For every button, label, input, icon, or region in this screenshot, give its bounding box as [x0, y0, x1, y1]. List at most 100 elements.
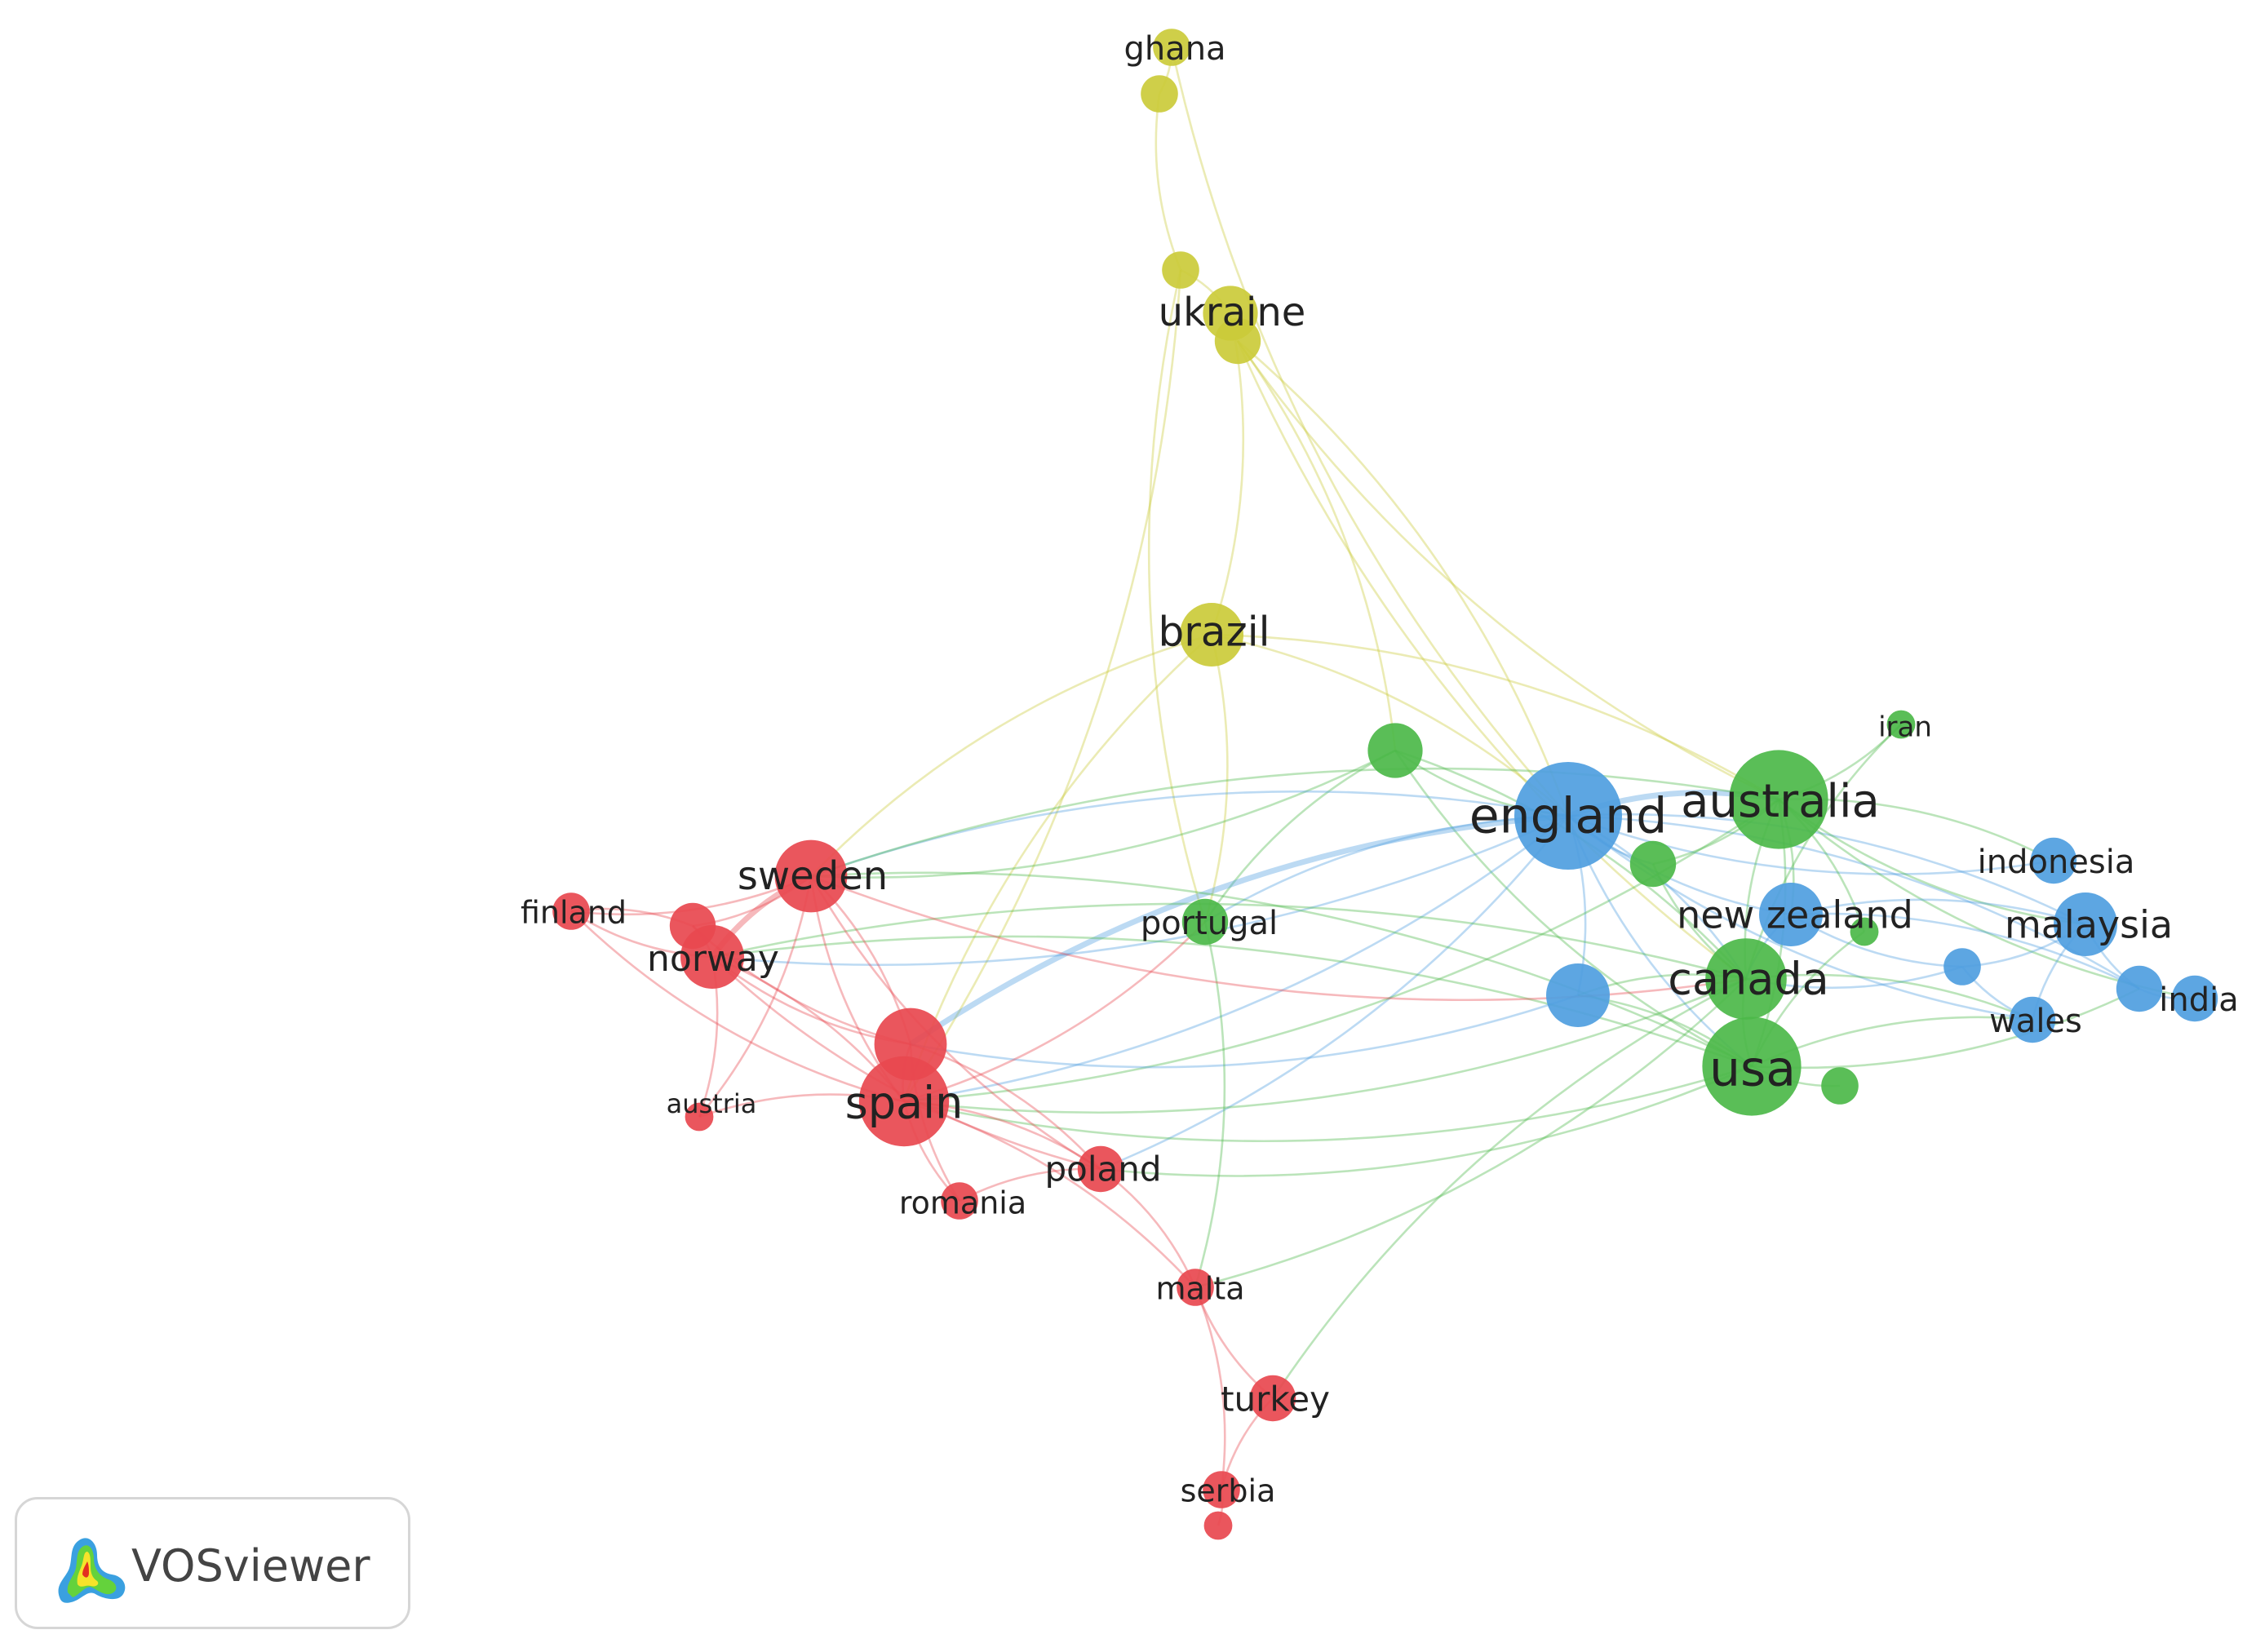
label-portugal: portugal	[1141, 905, 1278, 942]
link-usa-india2	[1751, 987, 2140, 1070]
link-australia-sweden	[810, 767, 1779, 878]
vosviewer-badge[interactable]: VOSviewer	[15, 1497, 410, 1629]
node-g1[interactable]	[1367, 723, 1423, 778]
link-england-indonesia	[1567, 814, 2054, 875]
label-india: india	[2159, 981, 2238, 1019]
node-g2[interactable]	[1629, 840, 1677, 888]
node-ukraine2[interactable]	[1214, 317, 1261, 365]
link-ukraine2-g1	[1236, 340, 1397, 751]
node-finland[interactable]	[552, 892, 590, 930]
label-spain: spain	[845, 1078, 964, 1129]
link-england-norway	[711, 814, 1569, 967]
node-b2[interactable]	[1546, 963, 1610, 1027]
node-canada[interactable]	[1705, 938, 1787, 1020]
node-turkey[interactable]	[1249, 1375, 1296, 1422]
link-usa-spain	[903, 1065, 1753, 1143]
link-brazil-england	[1211, 633, 1569, 817]
node-spain[interactable]	[858, 1056, 950, 1147]
node-norway[interactable]	[680, 925, 744, 989]
node-malaysia[interactable]	[2054, 892, 2117, 956]
link-england-wales	[1567, 814, 2033, 1021]
link-ukraine2-england	[1237, 340, 1570, 817]
node-g4[interactable]	[1821, 1067, 1859, 1105]
node-g3[interactable]	[1850, 917, 1879, 946]
link-g1-usa	[1394, 750, 1753, 1068]
node-newzealand[interactable]	[1759, 883, 1823, 946]
link-layer	[570, 47, 2196, 1526]
label-turkey: turkey	[1221, 1380, 1330, 1419]
node-ghana2[interactable]	[1141, 75, 1178, 113]
node-portugal[interactable]	[1181, 898, 1229, 946]
link-usa-norway	[711, 935, 1753, 1068]
link-england-malaysia	[1567, 813, 2086, 926]
node-usa[interactable]	[1702, 1016, 1802, 1116]
label-romania: romania	[899, 1185, 1026, 1221]
link-finland-spain	[570, 910, 905, 1103]
link-england-spain	[903, 814, 1569, 1103]
link-g1-portugal	[1203, 749, 1396, 923]
label-indonesia: indonesia	[1978, 844, 2135, 881]
node-australia[interactable]	[1729, 750, 1828, 849]
vosviewer-brand-label: VOSviewer	[131, 1540, 370, 1592]
link-england-poland	[1100, 815, 1570, 1171]
node-b1[interactable]	[1943, 948, 1981, 985]
label-newzealand: new zealand	[1677, 893, 1913, 937]
node-romania[interactable]	[941, 1182, 978, 1220]
node-ghana[interactable]	[1153, 29, 1190, 66]
link-england-r2	[909, 813, 1569, 1047]
node-india[interactable]	[2171, 975, 2218, 1022]
label-norway: norway	[647, 938, 779, 980]
label-ghana: ghana	[1124, 30, 1225, 68]
link-brazil-portugal	[1203, 634, 1229, 923]
link-ghana2-ukr2	[1155, 93, 1182, 271]
node-serbia[interactable]	[1203, 1471, 1240, 1508]
link-usa-sweden	[810, 871, 1753, 1068]
link-spain-malta	[903, 1100, 1196, 1288]
link-spain-portugal	[903, 921, 1206, 1103]
label-malta: malta	[1155, 1271, 1244, 1307]
node-india2[interactable]	[2116, 965, 2163, 1012]
node-layer	[552, 29, 2218, 1540]
label-england: england	[1469, 788, 1668, 845]
link-newzealand-india2	[1790, 912, 2140, 990]
link-canada-norway	[711, 902, 1747, 981]
node-wales[interactable]	[2009, 996, 2056, 1043]
link-canada-spain	[903, 977, 1747, 1114]
link-malta-serbia	[1194, 1287, 1226, 1490]
link-england-sweden	[810, 790, 1569, 878]
node-sweden[interactable]	[774, 839, 848, 913]
label-serbia: serbia	[1181, 1473, 1276, 1509]
link-ukraine2-australia	[1236, 340, 1779, 801]
link-ukraine2-canada	[1236, 340, 1747, 981]
link-b2-r2	[910, 994, 1579, 1069]
node-england[interactable]	[1514, 762, 1622, 870]
label-austria: austria	[667, 1088, 757, 1119]
label-ukraine: ukraine	[1159, 290, 1306, 335]
label-iran: iran	[1878, 711, 1932, 744]
label-brazil: brazil	[1159, 609, 1270, 656]
node-malta[interactable]	[1177, 1269, 1214, 1306]
node-serbia2[interactable]	[1203, 1511, 1233, 1540]
link-ukr2-spain	[902, 269, 1182, 1102]
link-usa-poland	[1100, 1065, 1753, 1177]
node-iran[interactable]	[1886, 710, 1916, 739]
label-australia: australia	[1681, 775, 1880, 828]
label-malaysia: malaysia	[2005, 903, 2173, 947]
link-newzealand-malaysia	[1790, 898, 2086, 926]
label-canada: canada	[1668, 954, 1828, 1005]
label-finland: finland	[521, 895, 627, 931]
node-indonesia[interactable]	[2030, 837, 2077, 884]
link-ukr2-portugal	[1147, 269, 1207, 923]
node-brazil[interactable]	[1180, 603, 1243, 667]
link-canada-turkey	[1271, 977, 1747, 1399]
vosviewer-logo-icon	[58, 1538, 126, 1603]
link-brazil-australia	[1211, 633, 1779, 801]
node-poland[interactable]	[1077, 1145, 1124, 1193]
node-ukr2[interactable]	[1162, 251, 1199, 289]
label-wales: wales	[1989, 1003, 2082, 1040]
label-usa: usa	[1709, 1041, 1796, 1098]
node-austria[interactable]	[685, 1102, 714, 1132]
link-g1-sweden	[810, 749, 1396, 879]
link-iran-canada	[1744, 724, 1902, 980]
